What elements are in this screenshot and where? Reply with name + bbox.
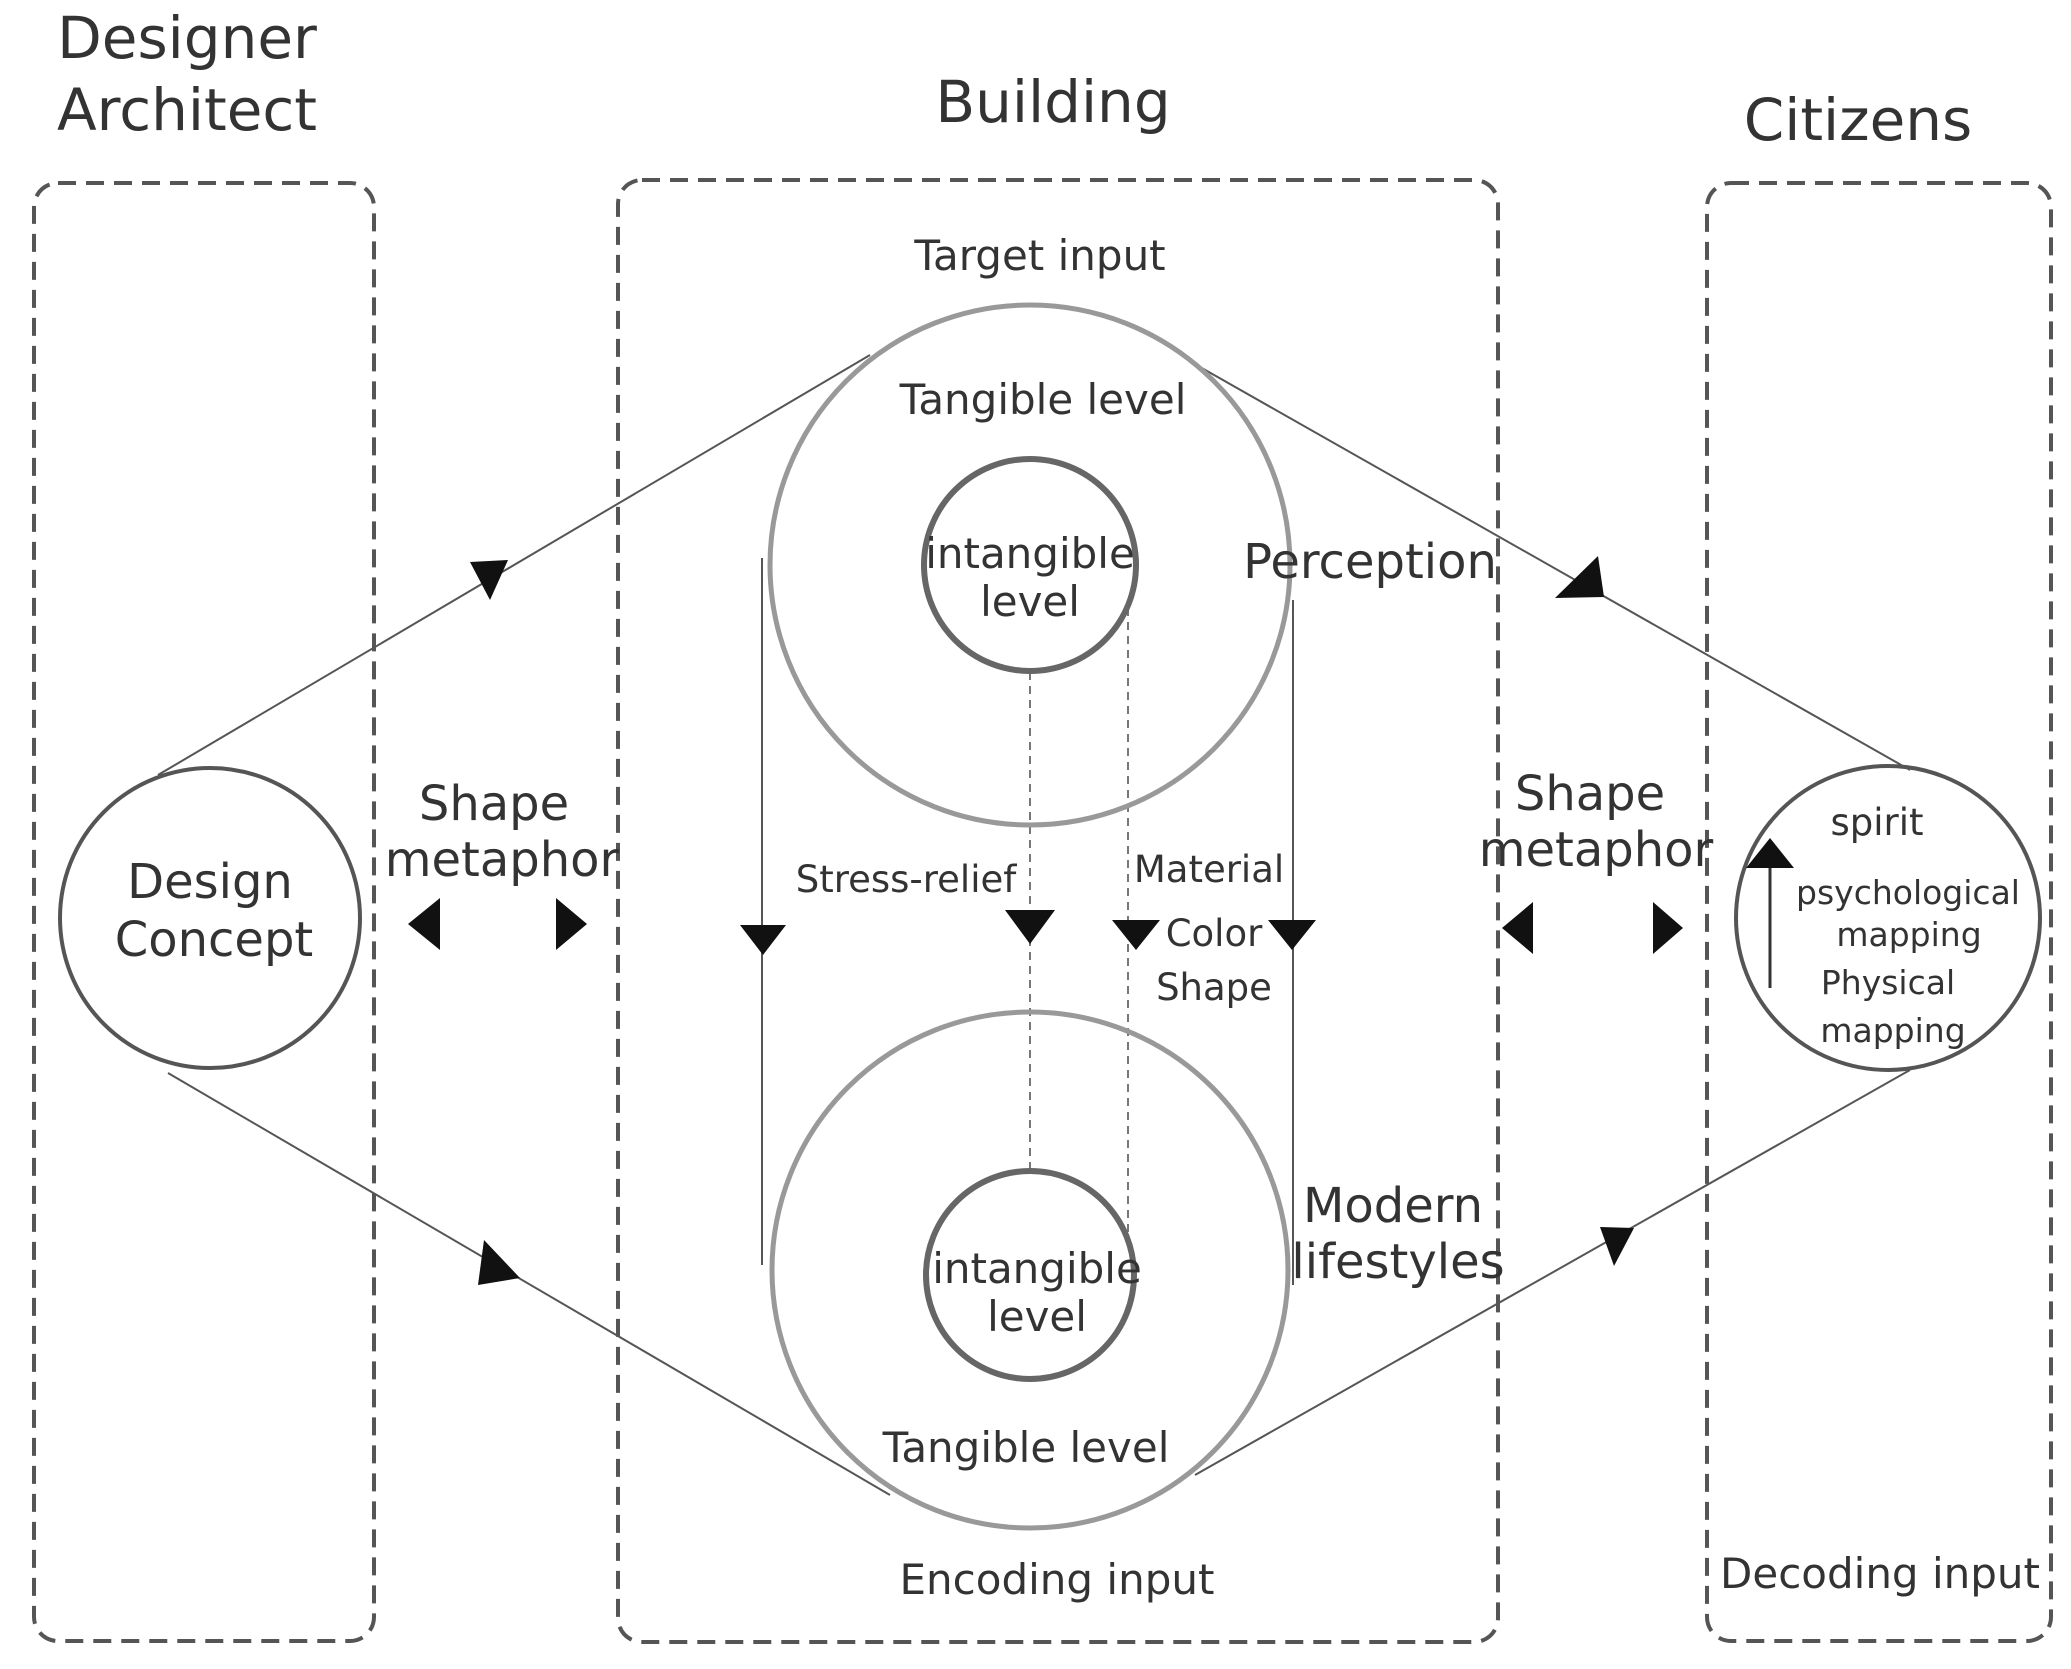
right-metaphor-arrow-right: [1653, 902, 1683, 954]
left-metaphor-arrow-left: [408, 898, 440, 950]
left-metaphor-arrow-right: [556, 898, 587, 950]
encoding-tangible-label: Tangible level: [882, 1423, 1170, 1472]
citizens-circle: [1734, 764, 2042, 1072]
down-arrow-left: [740, 925, 786, 955]
phys-label-line2: mapping: [1820, 1011, 1965, 1050]
designer-title-line2: Architect: [57, 76, 317, 144]
building-box: [616, 178, 1500, 1644]
psych-label-line2: mapping: [1836, 915, 1981, 954]
modern-label-line2: lifestyles: [1291, 1234, 1504, 1290]
encoding-input-label: Encoding input: [900, 1555, 1215, 1604]
psych-label-line1: psychological: [1796, 873, 2020, 912]
line-concept-to-target: [157, 354, 871, 776]
citizens-box: [1705, 181, 2053, 1643]
line-target-to-citizens: [1199, 366, 1911, 771]
line-encoding-to-citizens: [1194, 1069, 1911, 1476]
phys-label-line1: Physical: [1821, 963, 1955, 1002]
design-concept-circle: [58, 766, 362, 1070]
designer-box: [32, 181, 376, 1643]
down-arrow-attr: [1112, 920, 1160, 950]
left-metaphor-line2: metaphor: [385, 832, 620, 888]
target-inner-circle: [921, 456, 1139, 674]
designer-title-line1: Designer: [57, 4, 317, 72]
encoding-intangible-line1: intangible: [932, 1244, 1142, 1293]
target-tangible-label: Tangible level: [899, 375, 1187, 424]
attr-shape-label: Shape: [1156, 966, 1272, 1009]
down-arrow-center: [1005, 910, 1055, 944]
building-title: Building: [935, 68, 1170, 136]
right-metaphor-line2: metaphor: [1479, 822, 1714, 878]
arrowhead-lower-right: [1600, 1227, 1634, 1266]
decoding-input-label: Decoding input: [1720, 1549, 2040, 1598]
attr-color-label: Color: [1166, 912, 1263, 955]
left-metaphor-line1: Shape: [419, 776, 569, 832]
modern-label-line1: Modern: [1303, 1178, 1483, 1234]
attr-material-label: Material: [1134, 848, 1284, 891]
spirit-label: spirit: [1830, 801, 1923, 844]
stress-relief-label: Stress-relief: [796, 858, 1018, 901]
perception-label: Perception: [1243, 534, 1497, 590]
target-intangible-line2: level: [980, 577, 1080, 626]
target-intangible-line1: intangible: [925, 529, 1135, 578]
encoding-intangible-line2: level: [987, 1292, 1087, 1341]
line-concept-to-encoding: [167, 1072, 891, 1496]
arrowhead-upper-left: [470, 560, 508, 600]
target-outer-circle: [767, 302, 1293, 828]
arrowhead-lower-left: [478, 1240, 520, 1285]
encoding-outer-circle: [769, 1009, 1291, 1531]
arrowhead-upper-right: [1555, 556, 1604, 598]
target-input-label: Target input: [913, 231, 1165, 280]
right-metaphor-line1: Shape: [1515, 766, 1665, 822]
design-concept-line2: Concept: [115, 912, 314, 968]
down-arrow-right: [1268, 920, 1316, 950]
right-metaphor-arrow-left: [1502, 902, 1533, 954]
encoding-inner-circle: [923, 1168, 1137, 1382]
mapping-up-arrow-head: [1746, 838, 1794, 868]
design-concept-line1: Design: [127, 854, 293, 910]
citizens-title: Citizens: [1744, 86, 1973, 154]
